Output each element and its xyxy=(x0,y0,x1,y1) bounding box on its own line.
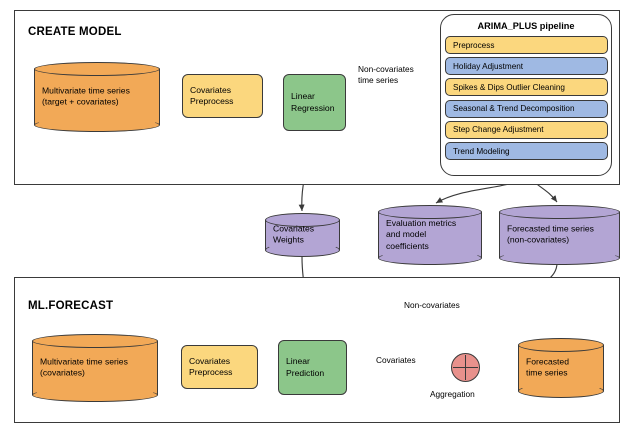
pipeline-step-1[interactable]: Preprocess xyxy=(445,36,608,54)
pipeline-step-6[interactable]: Trend Modeling xyxy=(445,142,608,160)
cylinder-label: Covariates Weights xyxy=(273,223,315,245)
cylinder-bottom xyxy=(499,251,620,265)
non-covariates-time-series-edge-label: Non-covariates time series xyxy=(358,64,414,85)
covariates-preprocess-box[interactable]: Covariates Preprocess xyxy=(182,74,263,118)
cylinder-top xyxy=(378,205,482,219)
covariates-edge-label: Covariates xyxy=(376,355,416,365)
cylinder-top xyxy=(265,213,340,227)
ml-forecast-preprocess-box[interactable]: Covariates Preprocess xyxy=(181,345,258,389)
cylinder-label: Evaluation metrics and model coefficient… xyxy=(386,217,457,251)
cylinder-top xyxy=(499,205,620,219)
aggregation-label: Aggregation xyxy=(430,389,475,399)
arima-plus-pipeline-title: ARIMA_PLUS pipeline xyxy=(477,21,575,31)
create-model-source-cylinder: Multivariate time series (target + covar… xyxy=(34,62,160,132)
cylinder-top xyxy=(518,338,604,352)
cylinder-body xyxy=(34,69,160,125)
linear-regression-box[interactable]: Linear Regression xyxy=(283,74,346,131)
linear-regression-label: Linear Regression xyxy=(291,91,335,113)
pipeline-step-label: Seasonal & Trend Decomposition xyxy=(453,104,575,114)
plus-vertical-icon xyxy=(464,355,467,380)
cylinder-bottom xyxy=(32,388,158,402)
forecasted-non-covariates-cylinder: Forecasted time series (non-covariates) xyxy=(499,205,620,265)
ml-forecast-output-cylinder: Forecasted time series xyxy=(518,338,604,398)
non-covariates-edge-label: Non-covariates xyxy=(404,300,460,310)
ml-forecast-preprocess-label: Covariates Preprocess xyxy=(189,355,233,377)
cylinder-label: Forecasted time series xyxy=(526,356,569,378)
cylinder-top xyxy=(32,334,158,348)
pipeline-step-label: Holiday Adjustment xyxy=(453,61,524,71)
ml-forecast-source-cylinder: Multivariate time series (covariates) xyxy=(32,334,158,402)
pipeline-step-label: Preprocess xyxy=(453,40,495,50)
pipeline-step-label: Trend Modeling xyxy=(453,146,510,156)
create-model-title: CREATE MODEL xyxy=(28,26,122,38)
evaluation-metrics-cylinder: Evaluation metrics and model coefficient… xyxy=(378,205,482,265)
pipeline-step-4[interactable]: Seasonal & Trend Decomposition xyxy=(445,99,608,118)
linear-prediction-box[interactable]: Linear Prediction xyxy=(278,340,347,395)
covariates-weights-cylinder: Covariates Weights xyxy=(265,213,340,257)
cylinder-bottom xyxy=(518,384,604,398)
cylinder-bottom xyxy=(265,243,340,257)
pipeline-step-2[interactable]: Holiday Adjustment xyxy=(445,57,608,76)
linear-prediction-label: Linear Prediction xyxy=(286,356,325,378)
ml-forecast-title: ML.FORECAST xyxy=(28,300,114,312)
cylinder-label: Multivariate time series (covariates) xyxy=(40,356,128,378)
pipeline-step-label: Step Change Adjustment xyxy=(453,125,544,135)
cylinder-body xyxy=(32,341,158,395)
pipeline-step-5[interactable]: Step Change Adjustment xyxy=(445,120,608,139)
cylinder-bottom xyxy=(378,251,482,265)
cylinder-top xyxy=(34,62,160,76)
pipeline-step-3[interactable]: Spikes & Dips Outlier Cleaning xyxy=(445,78,608,97)
pipeline-step-label: Spikes & Dips Outlier Cleaning xyxy=(453,82,565,92)
aggregation-node[interactable] xyxy=(451,353,480,382)
cylinder-label: Multivariate time series (target + covar… xyxy=(42,85,130,107)
covariates-preprocess-label: Covariates Preprocess xyxy=(190,84,234,106)
cylinder-bottom xyxy=(34,118,160,132)
cylinder-label: Forecasted time series (non-covariates) xyxy=(507,223,594,245)
